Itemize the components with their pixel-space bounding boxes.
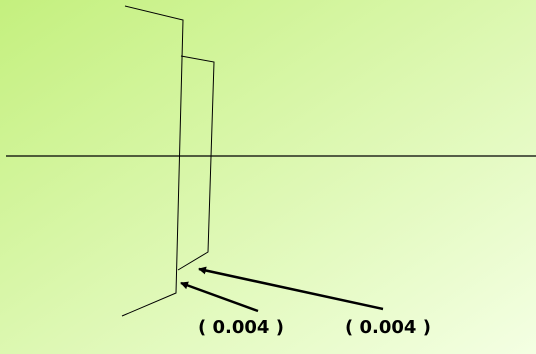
left-leader-arrow	[180, 281, 259, 313]
right-tolerance-label: ( 0.004 )	[345, 317, 431, 338]
inner-profile	[177, 55, 215, 271]
right-leader-arrow	[198, 266, 384, 311]
left-tolerance-label: ( 0.004 )	[198, 317, 284, 338]
outer-profile	[121, 5, 184, 317]
